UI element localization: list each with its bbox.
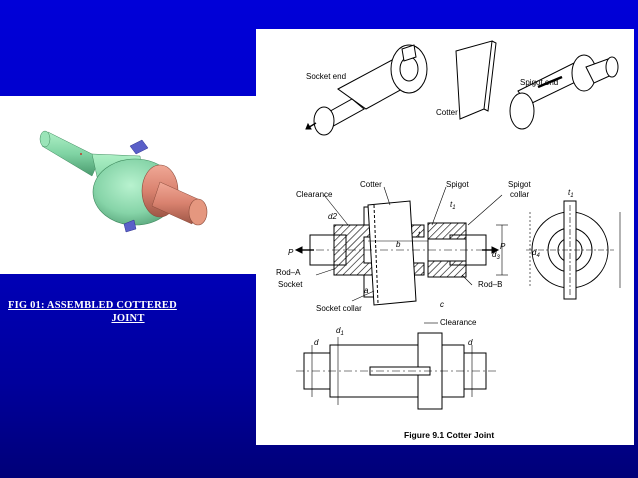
label-side-t1: t1	[568, 188, 574, 199]
label-c: c	[440, 300, 444, 309]
label-clearance-top: Clearance	[296, 190, 333, 199]
cotter-joint-drawing: Socket end Cotter Spigot end	[256, 29, 634, 445]
label-a: a	[364, 286, 369, 295]
label-p-right: P	[500, 242, 506, 251]
label-plan-d1: d1	[336, 326, 344, 337]
label-cotter: Cotter	[436, 108, 458, 117]
label-spigot-collar-2: collar	[510, 190, 529, 199]
label-socket: Socket	[278, 280, 303, 289]
label-socket-collar: Socket collar	[316, 304, 362, 313]
assembled-joint-render	[0, 96, 256, 274]
rod-b-shape	[151, 181, 201, 225]
label-section-cotter: Cotter	[360, 180, 382, 189]
label-plan-d-right: d	[468, 338, 473, 347]
joint-3d-illustration	[39, 130, 208, 233]
label-t1: t1	[450, 200, 456, 211]
label-d2: d2	[328, 212, 337, 221]
label-rod-a: Rod–A	[276, 268, 301, 277]
label-spigot: Spigot	[446, 180, 469, 189]
label-clearance-bottom: Clearance	[440, 318, 477, 327]
label-plan-d-left: d	[314, 338, 319, 347]
label-rod-b: Rod–B	[478, 280, 502, 289]
exploded-view: Socket end Cotter Spigot end	[305, 40, 619, 136]
figure-caption: FIG 01: ASSEMBLED COTTERED JOINT	[8, 299, 248, 325]
drawing-caption: Figure 9.1 Cotter Joint	[404, 430, 494, 440]
label-p-left: P	[288, 248, 294, 257]
cotter-bottom-shape	[123, 219, 137, 233]
label-b: b	[396, 240, 401, 249]
plan-view: d d1 d	[296, 326, 496, 410]
caption-line-1: FIG 01: ASSEMBLED COTTERED	[8, 300, 177, 311]
sectional-view: Clearance Cotter Spigot Spigot collar d2…	[276, 180, 531, 327]
technical-drawing: Socket end Cotter Spigot end	[276, 40, 621, 440]
label-d3: d3	[492, 250, 500, 261]
label-spigot-collar-1: Spigot	[508, 180, 531, 189]
label-t: t	[418, 230, 421, 239]
caption-line-2: JOINT	[111, 313, 145, 324]
rod-a-shape	[41, 131, 101, 177]
cotter-top-shape	[129, 139, 149, 155]
label-d4: d4	[532, 248, 540, 259]
label-socket-end: Socket end	[306, 72, 346, 81]
side-view: d4 t1	[526, 188, 621, 300]
label-spigot-end: Spigot end	[520, 78, 558, 87]
